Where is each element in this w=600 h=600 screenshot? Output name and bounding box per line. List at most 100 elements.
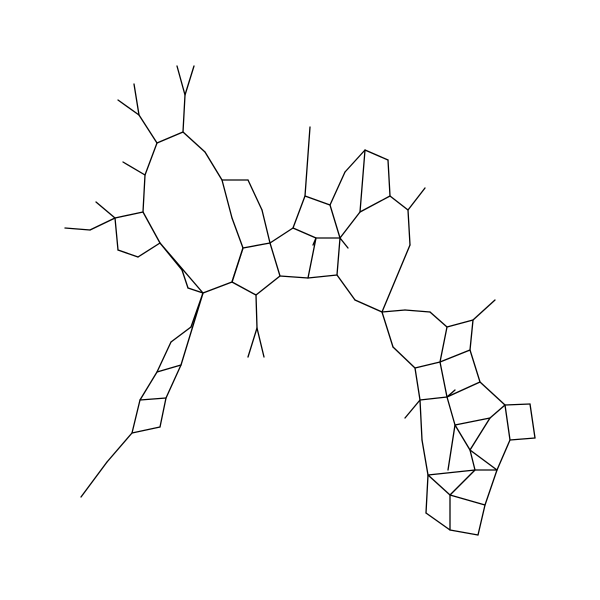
bond-line: [156, 131, 184, 144]
bond-line: [427, 474, 451, 496]
bond-line: [344, 149, 366, 173]
bond-line: [446, 396, 456, 426]
bond-line: [131, 399, 141, 434]
bond-line: [139, 371, 158, 401]
bond-line: [269, 227, 294, 244]
bond-line: [479, 381, 506, 406]
bond-line: [106, 432, 133, 463]
bond-line: [156, 341, 172, 373]
bond-line: [255, 294, 258, 329]
bond-line: [509, 437, 536, 441]
bond-line: [329, 171, 346, 206]
bond-line: [247, 327, 258, 358]
bond-line: [364, 149, 389, 161]
bond-line: [114, 217, 119, 251]
bond-line: [159, 397, 167, 428]
bond-line: [469, 417, 491, 451]
bond-line: [469, 449, 476, 471]
bond-line: [80, 461, 108, 498]
bond-line: [242, 242, 271, 249]
bond-line: [142, 211, 161, 244]
bond-line: [329, 204, 341, 239]
bond-line: [354, 299, 383, 313]
bond-line: [292, 227, 317, 239]
bond-line: [133, 83, 140, 116]
bond-line: [170, 326, 192, 343]
bond-line: [425, 512, 451, 531]
bond-line: [469, 449, 498, 471]
bond-line: [336, 237, 341, 276]
bond-line: [529, 403, 536, 439]
bond-line: [381, 309, 406, 313]
bond-line: [256, 327, 265, 358]
bond-line: [137, 242, 161, 258]
bond-line: [131, 426, 161, 434]
bond-line: [439, 326, 448, 363]
bond-line: [387, 159, 391, 197]
bond-line: [489, 404, 506, 419]
bond-line: [407, 209, 411, 246]
bond-line: [381, 244, 411, 313]
bond-line: [454, 424, 471, 451]
bond-line: [95, 201, 116, 219]
bond-line: [139, 397, 167, 401]
bond-line: [469, 349, 481, 383]
bond-line: [180, 292, 204, 366]
bond-line: [182, 131, 206, 153]
bond-line: [142, 174, 146, 213]
bond-line: [231, 217, 244, 249]
bond-line: [429, 311, 448, 328]
bond-line: [447, 424, 456, 471]
bond-line: [449, 494, 486, 506]
bond-line: [504, 404, 511, 441]
bond-line: [404, 309, 431, 313]
bond-line: [144, 142, 158, 176]
bond-line: [446, 381, 481, 398]
bond-line: [165, 364, 182, 399]
bond-line: [339, 237, 349, 249]
bond-line: [89, 217, 116, 231]
bond-line: [414, 367, 421, 401]
bond-line: [114, 211, 144, 219]
bond-line: [389, 195, 409, 211]
bond-line: [446, 319, 474, 328]
bond-line: [504, 403, 531, 406]
bond-line: [269, 242, 281, 277]
bond-line: [407, 187, 426, 211]
bond-line: [454, 417, 491, 426]
bond-line: [156, 364, 182, 373]
bond-line: [292, 195, 306, 229]
bond-line: [381, 311, 394, 348]
bond-line: [184, 65, 195, 96]
bond-line: [336, 274, 356, 301]
bond-line: [449, 469, 476, 496]
bond-line: [138, 114, 158, 144]
bond-line: [204, 151, 223, 181]
bond-line: [181, 269, 189, 289]
bond-line: [427, 469, 476, 476]
bond-line: [359, 149, 366, 213]
bond-line: [421, 439, 429, 476]
bond-line: [187, 287, 204, 294]
bond-line: [255, 275, 281, 296]
bond-line: [414, 361, 441, 369]
bond-line: [64, 227, 91, 231]
bond-line: [439, 361, 448, 398]
bond-line: [261, 209, 271, 244]
bond-line: [231, 281, 257, 296]
bond-line: [439, 349, 471, 363]
bond-line: [472, 299, 496, 321]
bond-line: [279, 275, 309, 279]
bond-line: [202, 281, 233, 294]
bond-line: [419, 399, 423, 441]
bond-line: [312, 237, 317, 246]
bond-line: [231, 247, 244, 283]
bond-line: [449, 529, 479, 536]
bond-line: [404, 399, 421, 419]
bond-line: [247, 179, 263, 211]
bond-line: [176, 65, 186, 96]
bond-line: [419, 396, 448, 401]
bond-line: [304, 126, 311, 197]
bond-line: [339, 211, 361, 239]
